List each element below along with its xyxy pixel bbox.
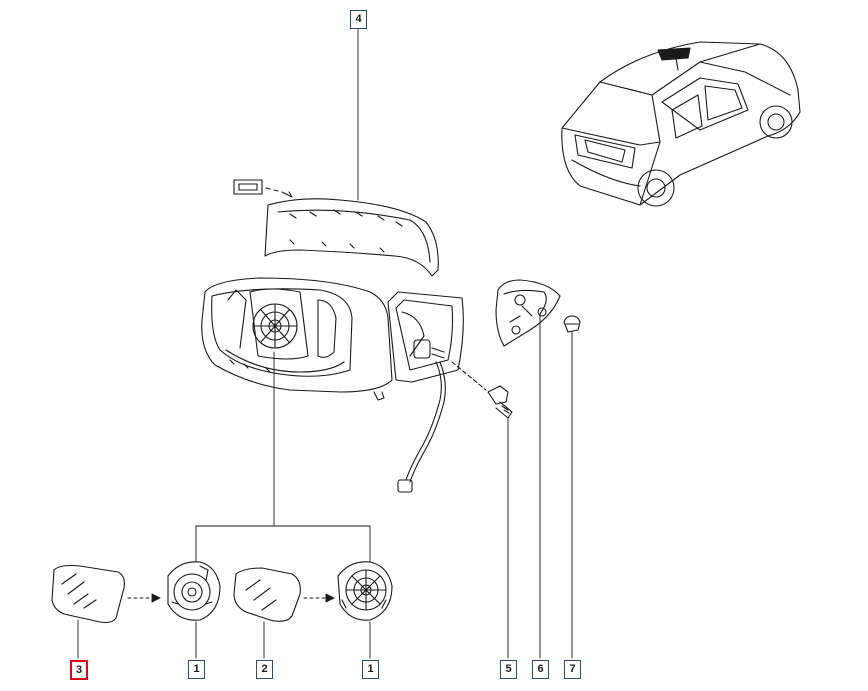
leader-lines <box>77 27 573 659</box>
mounting-bolt <box>451 361 513 419</box>
callout-5[interactable]: 5 <box>500 660 517 679</box>
callout-4[interactable]: 4 <box>350 10 367 29</box>
trim-clip <box>563 315 581 333</box>
mirror-trim-cover <box>495 279 561 347</box>
callout-2[interactable]: 2 <box>256 660 273 679</box>
vehicle-locator-illustration <box>561 41 801 207</box>
callout-1-left[interactable]: 1 <box>188 660 205 679</box>
callout-7[interactable]: 7 <box>564 660 581 679</box>
mirror-actuator-part-1-right <box>337 561 393 621</box>
callout-3-highlighted[interactable]: 3 <box>70 660 88 680</box>
mirror-base <box>387 291 464 493</box>
callout-1-right[interactable]: 1 <box>362 660 379 679</box>
mirror-glass-part-2 <box>233 567 301 622</box>
mirror-actuator-part-1-left <box>167 561 221 621</box>
assembly-arrows <box>127 593 335 603</box>
cover-clip <box>233 179 293 198</box>
mirror-glass-part-3 <box>51 564 125 624</box>
mirror-cover-cap <box>264 198 439 277</box>
mirror-housing <box>201 277 393 401</box>
callout-6[interactable]: 6 <box>532 660 549 679</box>
